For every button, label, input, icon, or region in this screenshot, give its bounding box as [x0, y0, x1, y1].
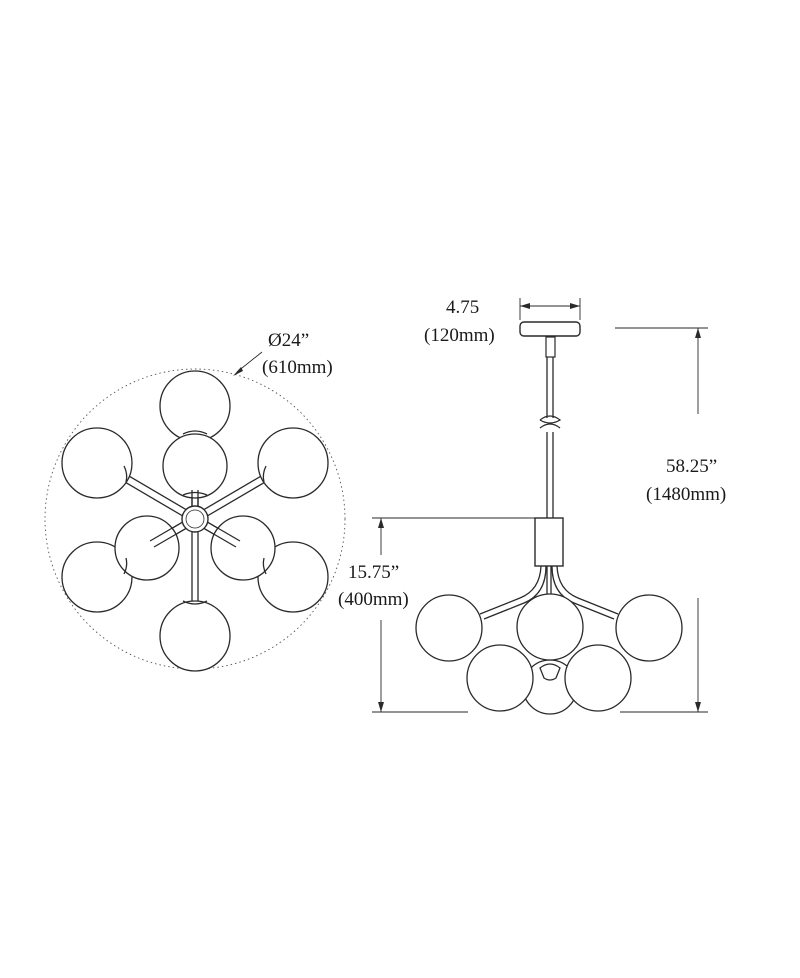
top-view [44, 351, 346, 672]
side-left-globe [415, 594, 483, 662]
body-height-label: 15.75” [348, 562, 399, 583]
side-front-left-globe [466, 644, 534, 712]
bottom-socket [539, 663, 561, 681]
body-column [534, 517, 564, 567]
canopy-width-metric: (120mm) [424, 325, 495, 346]
side-right-globe [615, 594, 683, 662]
bottom-globe [159, 600, 231, 672]
globe-sockets [123, 430, 267, 605]
inner-left-globe [114, 515, 180, 581]
upper-left-globe [61, 427, 133, 499]
stem-break-mark [539, 415, 562, 424]
side-view-arms [479, 565, 619, 620]
diameter-label: Ø24” [268, 330, 309, 351]
overall-diameter-circle [44, 368, 346, 670]
overall-height-metric: (1480mm) [646, 484, 726, 505]
side-view [372, 298, 708, 715]
diameter-leader-arrow [233, 367, 243, 376]
upper-right-globe [257, 427, 329, 499]
overall-height-label: 58.25” [666, 456, 717, 477]
side-front-right-globe [564, 644, 632, 712]
side-center-globe [516, 593, 584, 661]
center-hub-inner [185, 509, 205, 529]
canopy-width-label: 4.75 [446, 297, 479, 318]
top-globe-inner [162, 433, 228, 499]
body-height-metric: (400mm) [338, 589, 409, 610]
diameter-metric: (610mm) [262, 357, 333, 378]
stem-coupler [545, 336, 556, 358]
canopy [519, 321, 581, 337]
inner-right-globe [210, 515, 276, 581]
